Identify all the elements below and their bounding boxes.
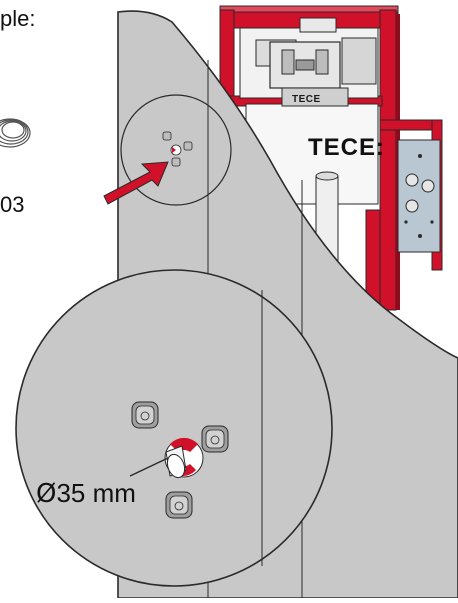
- fixing-point: [131, 401, 159, 429]
- fixing-point: [201, 425, 229, 453]
- article-code-label: 03: [0, 192, 25, 217]
- diameter-dimension: Ø35 mm: [36, 478, 136, 509]
- coil-icon: [0, 118, 31, 148]
- example-label: ple:: [0, 6, 36, 31]
- mounting-plate: [397, 139, 441, 253]
- arrow-pointer-icon: [103, 161, 169, 205]
- dimension-leader: [129, 457, 169, 477]
- detail-circle-large: [15, 269, 333, 587]
- brand-small-label: TECE: [292, 94, 321, 105]
- brand-label: TECE:: [308, 134, 385, 161]
- fixing-point: [165, 491, 193, 519]
- pipe-opening: [164, 437, 204, 479]
- diameter-symbol: Ø: [36, 479, 57, 509]
- diameter-value: 35 mm: [56, 478, 136, 508]
- detail-circle-small: [120, 94, 232, 206]
